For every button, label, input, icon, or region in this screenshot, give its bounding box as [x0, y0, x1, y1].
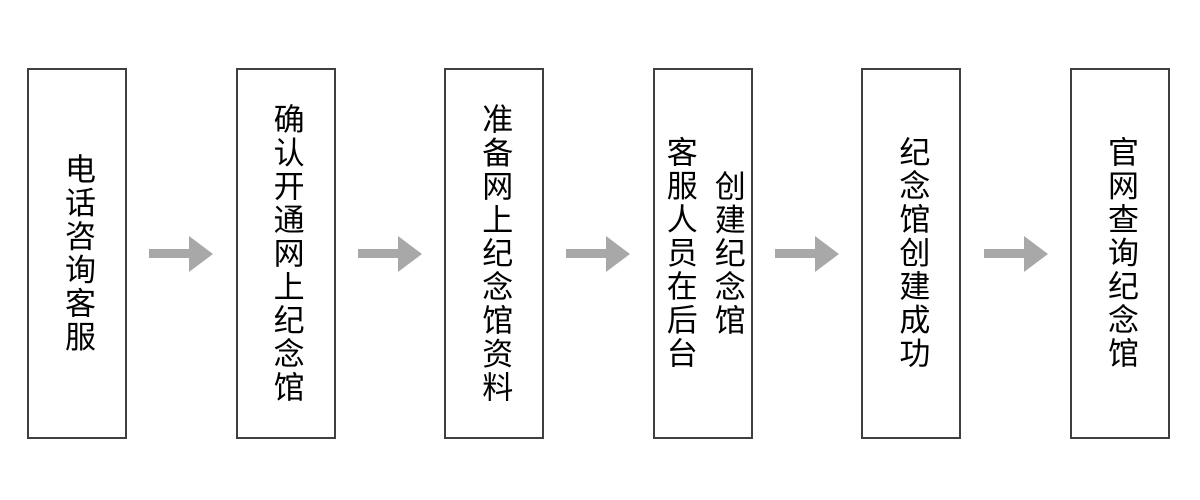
arrow-right-icon	[149, 235, 214, 272]
flow-step-create-success: 纪念馆创建成功	[861, 68, 962, 439]
flow-step-phone-consult-label: 电话咨询客服	[60, 153, 95, 354]
arrow-right-icon	[983, 235, 1048, 272]
arrow-head	[397, 235, 422, 272]
arrow-head	[606, 235, 631, 272]
arrow-head	[189, 235, 214, 272]
arrow-head	[1023, 235, 1048, 272]
flow-step-prepare-materials: 准备网上纪念馆资料	[444, 68, 545, 439]
arrow-shaft	[149, 249, 190, 258]
flow-step-query-official-site: 官网查询纪念馆	[1069, 68, 1170, 439]
flow-step-query-official-site-label: 官网查询纪念馆	[1102, 136, 1138, 371]
arrow-shaft	[566, 249, 607, 258]
flow-connector-3	[544, 68, 653, 439]
arrow-shaft	[775, 249, 816, 258]
flow-connector-1	[127, 68, 236, 439]
flow-step-prepare-materials-label: 准备网上纪念馆资料	[477, 102, 513, 405]
flow-connector-4	[753, 68, 862, 439]
flow-row: 电话咨询客服 确认开通网上纪念馆 准备网上纪念馆资料 客服人员在后台 创建纪念馆…	[27, 68, 1170, 439]
flow-step-staff-create-label: 客服人员在后台 创建纪念馆	[661, 136, 745, 371]
arrow-shaft	[983, 249, 1024, 258]
arrow-right-icon	[566, 235, 631, 272]
flow-step-staff-create: 客服人员在后台 创建纪念馆	[652, 68, 753, 439]
arrow-right-icon	[775, 235, 840, 272]
arrow-right-icon	[357, 235, 422, 272]
arrow-shaft	[357, 249, 398, 258]
flow-step-create-success-label: 纪念馆创建成功	[894, 136, 930, 371]
flow-connector-5	[961, 68, 1070, 439]
flow-step-phone-consult: 电话咨询客服	[27, 68, 127, 439]
flow-step-confirm-open: 确认开通网上纪念馆	[235, 68, 336, 439]
arrow-head	[815, 235, 840, 272]
flow-step-confirm-open-label: 确认开通网上纪念馆	[268, 102, 304, 405]
flow-connector-2	[336, 68, 445, 439]
